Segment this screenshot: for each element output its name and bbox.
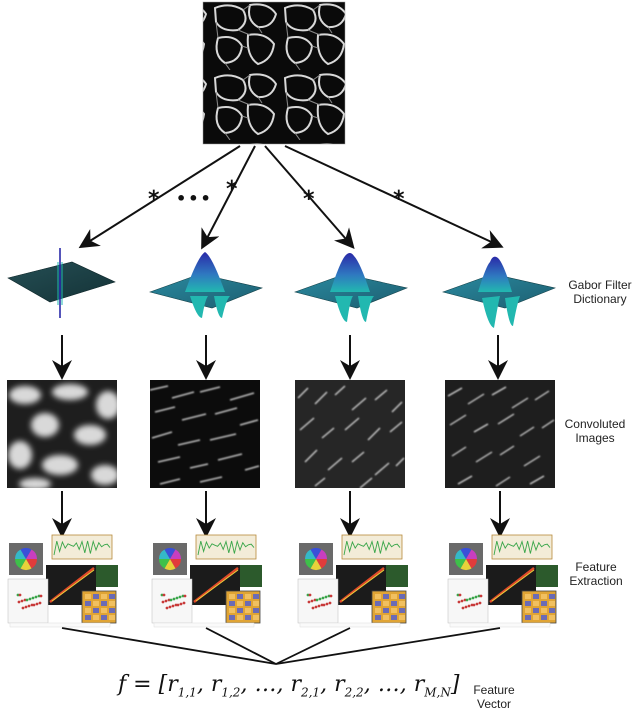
formula-lhs: f	[118, 672, 127, 697]
convolution-arrows	[78, 145, 504, 250]
convolution-operator-2: *	[226, 177, 238, 202]
convolution-operator-3: *	[303, 187, 315, 212]
convoluted-image-2	[150, 380, 260, 488]
gabor-filter-4	[441, 256, 557, 328]
formula-term: r1,1	[167, 672, 197, 700]
feature-vector-label-line2: Vector	[477, 697, 511, 711]
gabor-filter-1	[7, 248, 116, 318]
convolution-operator-4: *	[393, 187, 405, 212]
convoluted-label-line1: Convoluted	[565, 417, 626, 431]
arrow-to-filter-2	[201, 145, 256, 250]
convoluted-label-line2: Images	[575, 431, 614, 445]
formula-term: …	[254, 672, 277, 697]
arrow-to-filter-4	[284, 145, 504, 249]
formula-term: r2,1	[290, 672, 321, 700]
filter-to-image-arrows	[52, 335, 508, 380]
convoluted-image-3	[295, 380, 405, 488]
convoluted-image-1	[7, 380, 117, 488]
feature-extraction-label-line2: Extraction	[569, 574, 622, 588]
gabor-dictionary-label-line2: Dictionary	[573, 292, 626, 306]
formula-term: …	[377, 672, 400, 697]
convoluted-image-4	[445, 380, 555, 488]
formula-term: r1,2	[210, 672, 241, 700]
feature-collage-3	[297, 534, 408, 628]
feature-collage-2	[151, 534, 262, 628]
formula-term: rM,N	[413, 672, 451, 700]
arrow-to-filter-1	[78, 145, 241, 249]
arrow-to-filter-3	[264, 145, 355, 250]
source-foam-image	[202, 1, 346, 145]
feature-vector-label-line1: Feature	[473, 683, 515, 697]
gabor-dictionary-label-line1: Gabor Filter	[568, 278, 631, 292]
feature-collage-1	[7, 534, 118, 628]
feature-vector-formula: f = [r1,1, r1,2, …, r2,1, r2,2, …, rM,N]	[118, 672, 460, 700]
formula-equals: =	[133, 672, 152, 697]
feature-extraction-label-line1: Feature	[575, 560, 617, 574]
feature-collage-4	[447, 534, 558, 628]
gabor-filter-3	[293, 253, 409, 322]
formula-term: r2,2	[334, 672, 364, 700]
formula-terms: [r1,1, r1,2, …, r2,1, r2,2, …, rM,N]	[158, 672, 460, 700]
convergence-lines	[61, 627, 501, 665]
image-to-feature-arrows	[52, 491, 510, 538]
convolution-operator-1: *	[148, 187, 160, 212]
gabor-filter-2	[148, 252, 264, 318]
ellipsis-dots: •••	[176, 189, 213, 208]
